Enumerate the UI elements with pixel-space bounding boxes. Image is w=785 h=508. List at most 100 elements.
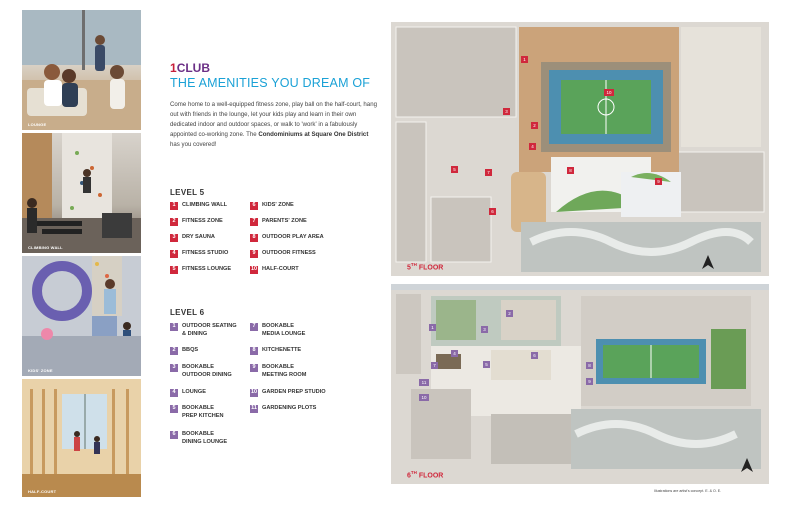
legend-item: 10 HALF-COURT — [250, 266, 299, 274]
legend-label: CLIMBING WALL — [182, 202, 228, 208]
legend-label: HALF-COURT — [262, 266, 299, 272]
legend-item: 1 CLIMBING WALL — [170, 202, 227, 210]
legend-item: 8 OUTDOOR PLAY AREA — [250, 234, 324, 242]
level-5-title: LEVEL 5 — [170, 188, 205, 197]
legend-label: DRY SAUNA — [182, 234, 215, 240]
legend-item: 9 OUTDOOR FITNESS — [250, 250, 316, 258]
legend-label-line1: BOOKABLE — [182, 364, 215, 370]
fifth-floor-label: 5TH FLOOR — [407, 262, 443, 271]
legend-item: 7 PARENTS' ZONE — [250, 218, 307, 226]
kids-zone-photo: KIDS' ZONE — [22, 256, 141, 376]
legend-number: 10 — [250, 389, 258, 397]
legend-label-line1: BOOKABLE — [262, 323, 295, 329]
legend-number: 3 — [170, 234, 178, 242]
legend-label-line1: KITCHENETTE — [262, 347, 302, 353]
legend-number: 2 — [170, 218, 178, 226]
intro-bold: Condominiums at Square One District — [258, 131, 369, 139]
legend-label-line2: DINING LOUNGE — [182, 438, 228, 445]
legend-label-line2: PREP KITCHEN — [182, 412, 224, 419]
half-court-illustration — [22, 379, 141, 497]
plan6-marker: 2 — [506, 310, 513, 317]
north-arrow-icon — [741, 458, 753, 472]
plan6-marker: 5 — [483, 361, 490, 368]
plan5-marker: 9 — [655, 178, 662, 185]
fifth-floor-plan: 1 2 3 4 5 6 7 8 9 10 5TH FLOOR — [391, 22, 769, 276]
legend-number: 8 — [250, 347, 258, 355]
photo-caption-half-court: HALF-COURT — [28, 489, 57, 494]
legend-label: PARENTS' ZONE — [262, 218, 307, 224]
legend-number: 5 — [170, 405, 178, 413]
legend-label-line1: BOOKABLE — [182, 431, 215, 437]
legend-label-line1: LOUNGE — [182, 389, 206, 395]
floor-suffix: TH — [410, 470, 417, 475]
legend-item: 3 DRY SAUNA — [170, 234, 215, 242]
legend-item: 8 KITCHENETTE — [250, 347, 301, 355]
intro-end: has you covered! — [170, 141, 217, 149]
floor-word: FLOOR — [418, 264, 444, 272]
legend-label: OUTDOOR FITNESS — [262, 250, 316, 256]
floor-word: FLOOR — [418, 472, 444, 480]
legend-label-line1: OUTDOOR SEATING — [182, 323, 237, 329]
legend-number: 1 — [170, 323, 178, 331]
legend-number: 9 — [250, 364, 258, 372]
floor-suffix: TH — [410, 262, 417, 267]
plan5-marker: 6 — [489, 208, 496, 215]
legend-number: 4 — [170, 389, 178, 397]
legend-number: 1 — [170, 202, 178, 210]
intro-text: Come home to a well-equipped fitness zon… — [170, 101, 377, 139]
legend-number: 9 — [250, 250, 258, 258]
plan5-marker: 4 — [529, 143, 536, 150]
lounge-photo: LOUNGE — [22, 10, 141, 130]
legend-label-line2: MEDIA LOUNGE — [262, 330, 306, 337]
legend-number: 10 — [250, 266, 258, 274]
level-6-title: LEVEL 6 — [170, 308, 205, 317]
plan5-marker: 1 — [521, 56, 528, 63]
legend-number: 7 — [250, 218, 258, 226]
brand-number: 1 — [170, 61, 177, 75]
legend-number: 11 — [250, 405, 258, 413]
legend-item: 1 OUTDOOR SEATING& DINING — [170, 323, 237, 338]
climbing-wall-photo: CLIMBING WALL — [22, 133, 141, 253]
plan5-marker: 8 — [567, 167, 574, 174]
kids-zone-illustration — [22, 256, 141, 376]
legend-number: 6 — [170, 431, 178, 439]
photo-caption-kids-zone: KIDS' ZONE — [28, 368, 53, 373]
brand-name: CLUB — [176, 61, 211, 75]
climbing-wall-illustration — [22, 133, 141, 253]
legend-number: 7 — [250, 323, 258, 331]
legend-number: 3 — [170, 364, 178, 372]
legend-label-line1: BBQS — [182, 347, 199, 353]
legend-label-line2: & DINING — [182, 330, 208, 337]
sixth-floor-drawing — [391, 284, 769, 484]
plan6-marker: 8 — [586, 362, 593, 369]
sixth-floor-label: 6TH FLOOR — [407, 470, 443, 479]
north-arrow-icon — [702, 255, 714, 269]
photo-caption-lounge: LOUNGE — [28, 122, 47, 127]
legend-number: 4 — [170, 250, 178, 258]
intro-paragraph: Come home to a well-equipped fitness zon… — [170, 100, 378, 150]
legend-label: OUTDOOR PLAY AREA — [262, 234, 324, 240]
sixth-floor-plan: 1 2 3 4 5 6 7 8 9 10 11 6TH FLOOR — [391, 284, 769, 484]
plan5-marker: 7 — [485, 169, 492, 176]
legend-number: 8 — [250, 234, 258, 242]
legend-label-line2: OUTDOOR DINING — [182, 371, 232, 378]
photo-caption-climbing-wall: CLIMBING WALL — [28, 245, 63, 250]
plan6-marker: 1 — [429, 324, 436, 331]
plan5-marker: 5 — [451, 166, 458, 173]
legend-label: KIDS' ZONE — [262, 202, 294, 208]
headline: THE AMENITIES YOU DREAM OF — [170, 76, 371, 90]
fifth-floor-drawing — [391, 22, 769, 276]
legend-item: 4 LOUNGE — [170, 389, 206, 397]
plan6-marker: 4 — [451, 350, 458, 357]
plan6-marker: 3 — [481, 326, 488, 333]
plan6-marker: 11 — [419, 379, 429, 386]
